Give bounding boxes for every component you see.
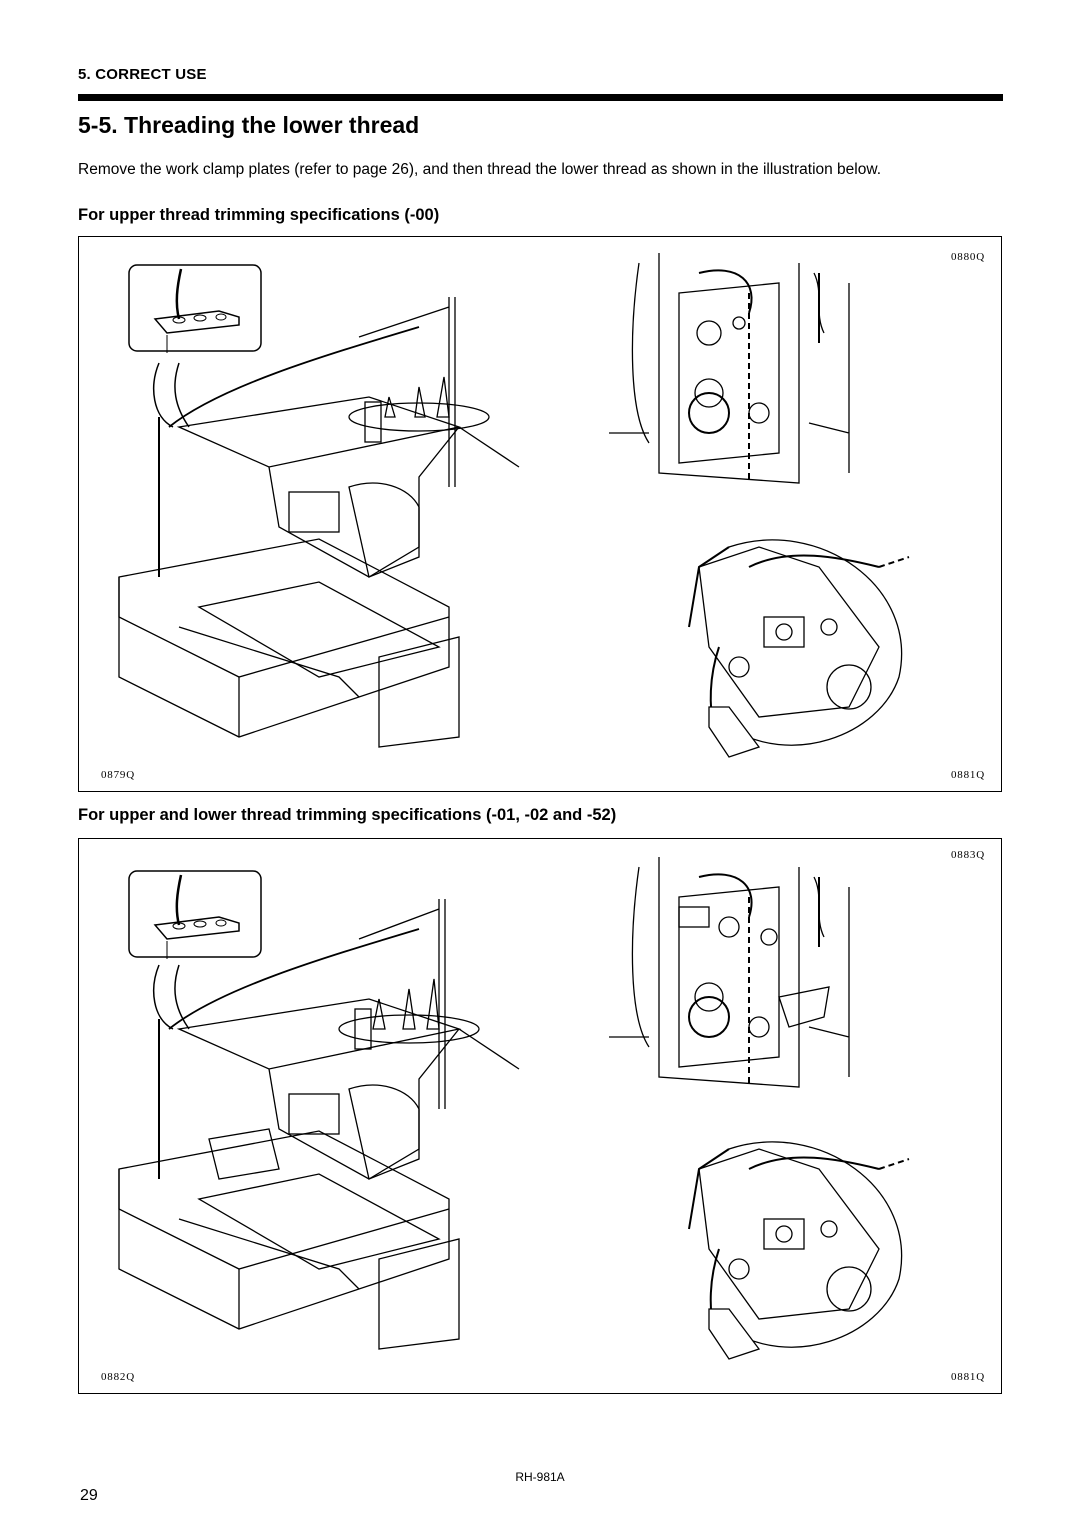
figure2-heading: For upper and lower thread trimming spec… (78, 806, 617, 824)
figure2-box: 0883Q 0882Q 0881Q (78, 838, 1002, 1394)
lower-mechanism-illustration (688, 1141, 910, 1360)
page-title: 5-5. Threading the lower thread (78, 112, 420, 138)
figure1-code-lower-detail: 0881Q (951, 769, 985, 781)
intro-paragraph: Remove the work clamp plates (refer to p… (78, 161, 882, 178)
figure1-code-machine: 0879Q (101, 769, 135, 781)
upper-mechanism-illustration (609, 857, 850, 1088)
figure2-code-upper-detail: 0883Q (951, 849, 985, 861)
sewing-machine-illustration (118, 297, 520, 748)
figure2-code-lower-detail: 0881Q (951, 1371, 985, 1383)
sewing-machine-illustration (118, 899, 520, 1350)
page-number: 29 (80, 1487, 98, 1504)
upper-mechanism-illustration (609, 253, 850, 484)
section-divider (78, 94, 1003, 101)
section-label: 5. CORRECT USE (78, 66, 207, 83)
figure1-code-upper-detail: 0880Q (951, 251, 985, 263)
lower-mechanism-illustration (688, 539, 910, 758)
thread-guide-detail-icon (128, 264, 262, 353)
figure1-heading: For upper thread trimming specifications… (78, 206, 440, 224)
footer-model: RH-981A (515, 1470, 565, 1484)
thread-guide-detail-icon (128, 870, 262, 959)
figure2-code-machine: 0882Q (101, 1371, 135, 1383)
figure1-box: 0880Q 0879Q 0881Q (78, 236, 1002, 792)
